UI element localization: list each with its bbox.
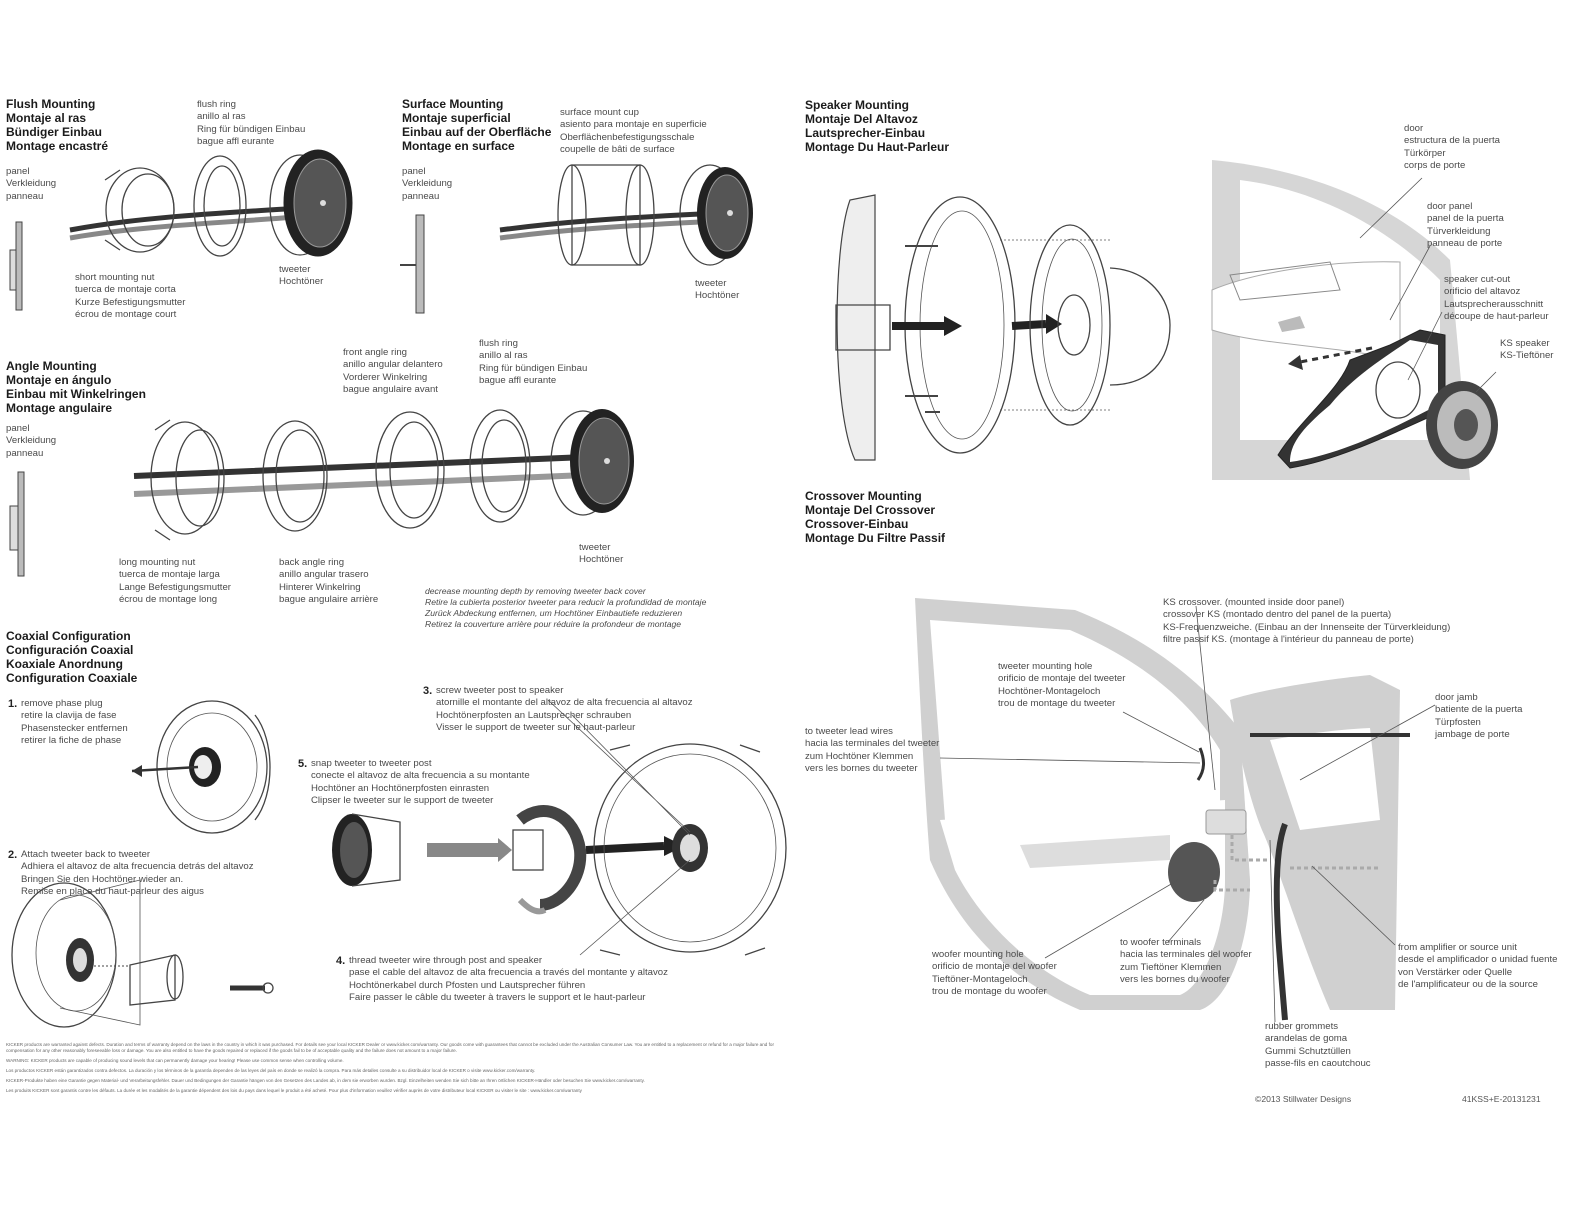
speaker-mounting-diagram: [835, 194, 1171, 461]
door-panel-diagram: [1211, 160, 1498, 480]
surface-mounting-diagram: [400, 164, 753, 314]
coaxial-step1-diagram: [131, 700, 271, 834]
coaxial-step-4: 4. thread tweeter wire through post and …: [336, 955, 668, 1004]
warranty-text: KICKER products are warranted against de…: [6, 1042, 774, 1093]
flush-mounting-diagram: [9, 149, 353, 311]
car-door-diagram: [915, 598, 1410, 1021]
document-code: 41KSS+E-20131231: [1462, 1094, 1541, 1104]
angle-mounting-diagram: [9, 409, 634, 577]
coaxial-assembly-diagram: [332, 699, 787, 956]
ks-crossover-label: KS crossover. (mounted inside door panel…: [1163, 597, 1451, 646]
copyright: ©2013 Stillwater Designs: [1255, 1094, 1352, 1104]
callout-lines: [939, 177, 1497, 1023]
coaxial-step2-diagram: [11, 879, 274, 1028]
back-cover-note: decrease mounting depth by removing twee…: [425, 586, 707, 629]
